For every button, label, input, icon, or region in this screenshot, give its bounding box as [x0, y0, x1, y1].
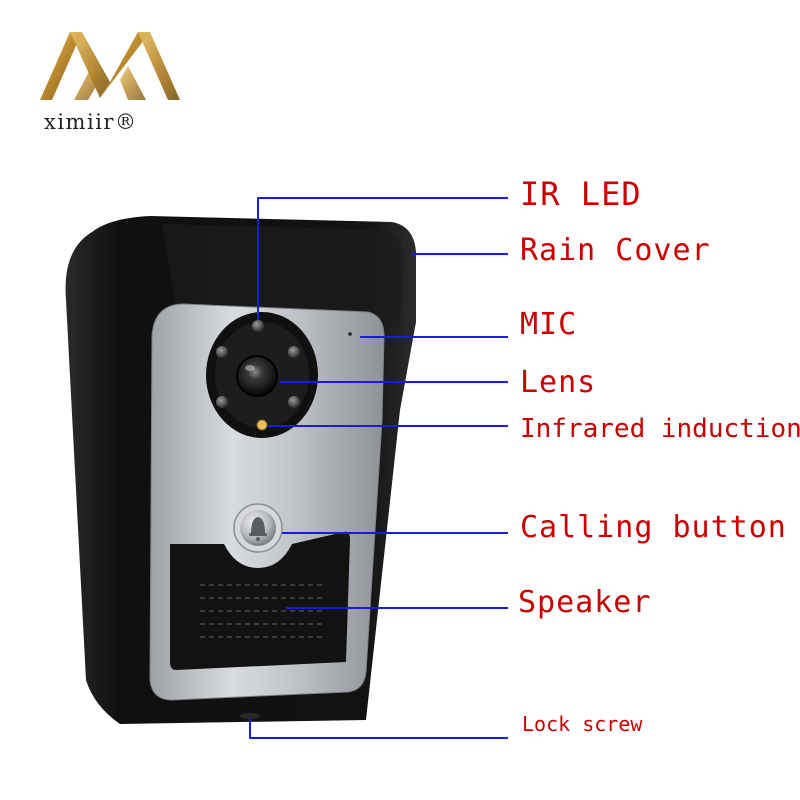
speaker-slot: [209, 636, 214, 638]
speaker-slot: [218, 610, 223, 612]
speaker-slot: [254, 623, 259, 625]
speaker-slot: [218, 623, 223, 625]
logo-mark: [40, 32, 180, 100]
speaker-slot: [290, 584, 295, 586]
speaker-slot: [236, 623, 241, 625]
speaker-slot: [245, 623, 250, 625]
speaker-slot: [317, 636, 322, 638]
speaker-slot: [308, 597, 313, 599]
speaker-slot: [272, 636, 277, 638]
speaker-slot: [290, 636, 295, 638]
label-rain-cover: Rain Cover: [520, 233, 711, 268]
leader-ir-led: [257, 197, 508, 320]
speaker-slot: [308, 584, 313, 586]
label-lock-screw: Lock screw: [522, 712, 643, 736]
speaker-slot: [227, 636, 232, 638]
speaker-slot: [200, 610, 205, 612]
speaker-slot: [281, 623, 286, 625]
speaker-slot: [281, 610, 286, 612]
label-speaker: Speaker: [518, 585, 652, 620]
speaker-slot: [317, 623, 322, 625]
speaker-slot: [272, 584, 277, 586]
speaker-slot: [308, 636, 313, 638]
mic-hole: [348, 332, 352, 336]
speaker-slot: [272, 597, 277, 599]
speaker-slot: [227, 610, 232, 612]
speaker-slot: [227, 623, 232, 625]
speaker-slot: [227, 584, 232, 586]
speaker-slot: [236, 636, 241, 638]
speaker-slot: [236, 597, 241, 599]
speaker-slot: [263, 597, 268, 599]
speaker-slot: [263, 584, 268, 586]
camera-lens: [236, 355, 278, 397]
speaker-slot: [281, 636, 286, 638]
ir-led: [288, 396, 300, 408]
speaker-slot: [218, 597, 223, 599]
speaker-slot: [308, 610, 313, 612]
ir-led: [288, 346, 300, 358]
speaker-slot: [290, 610, 295, 612]
speaker-slot: [209, 610, 214, 612]
speaker-slot: [281, 597, 286, 599]
speaker-slot: [263, 636, 268, 638]
speaker-slot: [209, 584, 214, 586]
speaker-slot: [236, 584, 241, 586]
speaker-slot: [299, 636, 304, 638]
speaker-slot: [263, 623, 268, 625]
label-infrared-induction: Infrared induction: [520, 414, 800, 444]
speaker-slot: [317, 597, 322, 599]
speaker-slot: [254, 597, 259, 599]
speaker-slot: [245, 636, 250, 638]
speaker-slot: [245, 610, 250, 612]
speaker-slot: [299, 584, 304, 586]
lock-screw: [240, 713, 260, 719]
speaker-slot: [299, 623, 304, 625]
speaker-slot: [272, 610, 277, 612]
label-mic: MIC: [520, 307, 578, 342]
ir-led-array: [216, 320, 300, 408]
speaker-slot: [200, 623, 205, 625]
speaker-slot: [245, 597, 250, 599]
infrared-sensor: [256, 419, 268, 431]
leader-lock-screw: [249, 718, 508, 739]
brand-name: ximiir®: [44, 110, 138, 134]
speaker-slot: [254, 584, 259, 586]
leader-lines: [249, 197, 508, 739]
label-lens: Lens: [520, 365, 597, 400]
speaker-slot: [308, 623, 313, 625]
speaker-slot: [317, 610, 322, 612]
call-button: [233, 503, 283, 553]
speaker-slot: [209, 623, 214, 625]
speaker-slot: [254, 610, 259, 612]
speaker-slot: [218, 584, 223, 586]
speaker-slot: [200, 584, 205, 586]
speaker-slot: [254, 636, 259, 638]
brand-logo: [40, 32, 180, 100]
speaker-slot: [290, 597, 295, 599]
speaker-slot: [200, 636, 205, 638]
speaker-slot: [299, 610, 304, 612]
ir-led: [216, 346, 228, 358]
speaker-slot: [245, 584, 250, 586]
speaker-slot: [236, 610, 241, 612]
speaker-slot: [299, 597, 304, 599]
ir-led: [252, 320, 264, 332]
ir-led: [216, 396, 228, 408]
label-calling-button: Calling button: [520, 510, 787, 545]
label-ir-led: IR LED: [520, 175, 642, 213]
bell-icon: [249, 517, 267, 541]
speaker-slot: [227, 597, 232, 599]
speaker-slot: [209, 597, 214, 599]
speaker-slot: [218, 636, 223, 638]
speaker-slot: [200, 597, 205, 599]
speaker-slot: [263, 610, 268, 612]
speaker-slot: [290, 623, 295, 625]
speaker-slot: [317, 584, 322, 586]
speaker-grille: [170, 531, 350, 670]
speaker-slot: [272, 623, 277, 625]
speaker-slot: [281, 584, 286, 586]
